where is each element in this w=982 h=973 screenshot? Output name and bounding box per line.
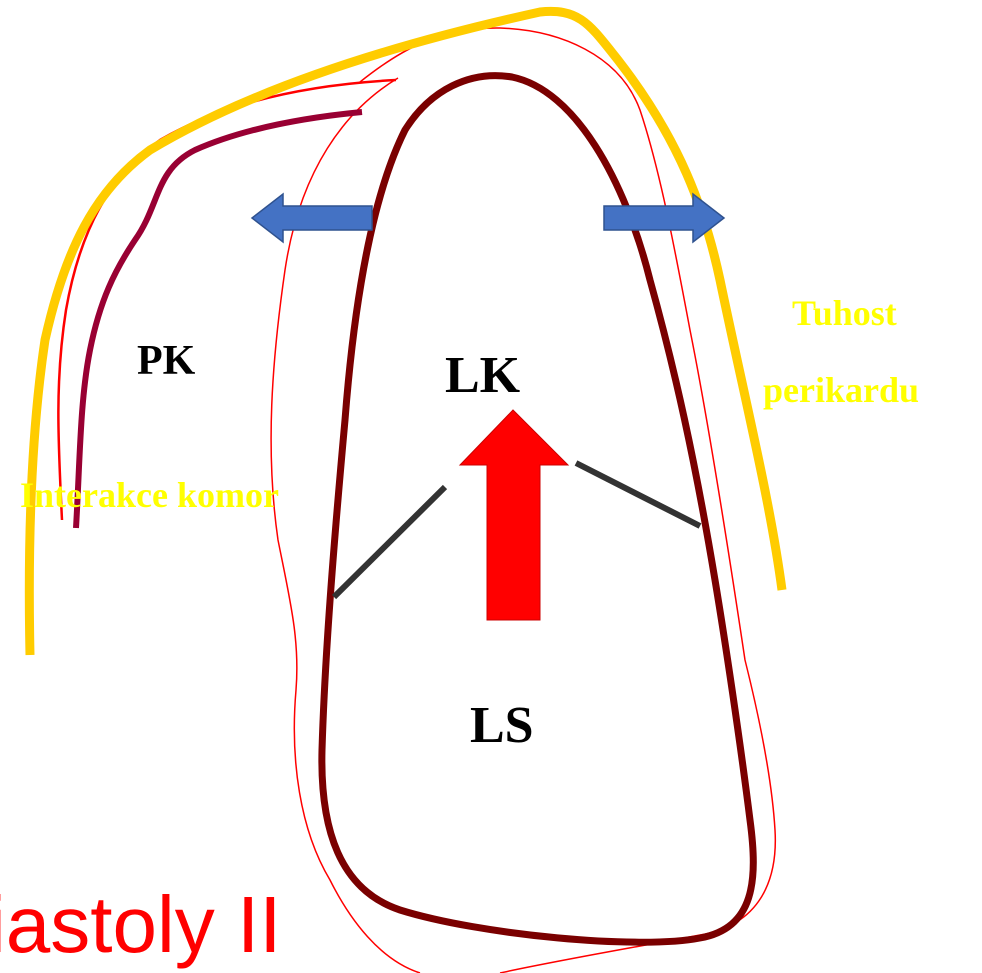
- ventricular-interaction-label: Interakce komor: [20, 477, 279, 513]
- pericardium-stiffness-label-line1: Tuhost: [792, 295, 897, 331]
- left-pressure-arrow: [252, 194, 372, 242]
- left-ventricle-label: LK: [445, 350, 520, 402]
- pointer-line-right: [576, 463, 700, 526]
- central-filling-arrow: [460, 410, 568, 620]
- slide-title-fragment: iastoly II: [0, 885, 281, 965]
- pericardium-stiffness-label-line2: perikardu: [763, 372, 919, 408]
- pointer-line-left: [334, 487, 445, 597]
- right-ventricle-label: PK: [137, 340, 195, 382]
- left-atrium-label: LS: [470, 700, 534, 752]
- pericardium-line: [29, 11, 782, 655]
